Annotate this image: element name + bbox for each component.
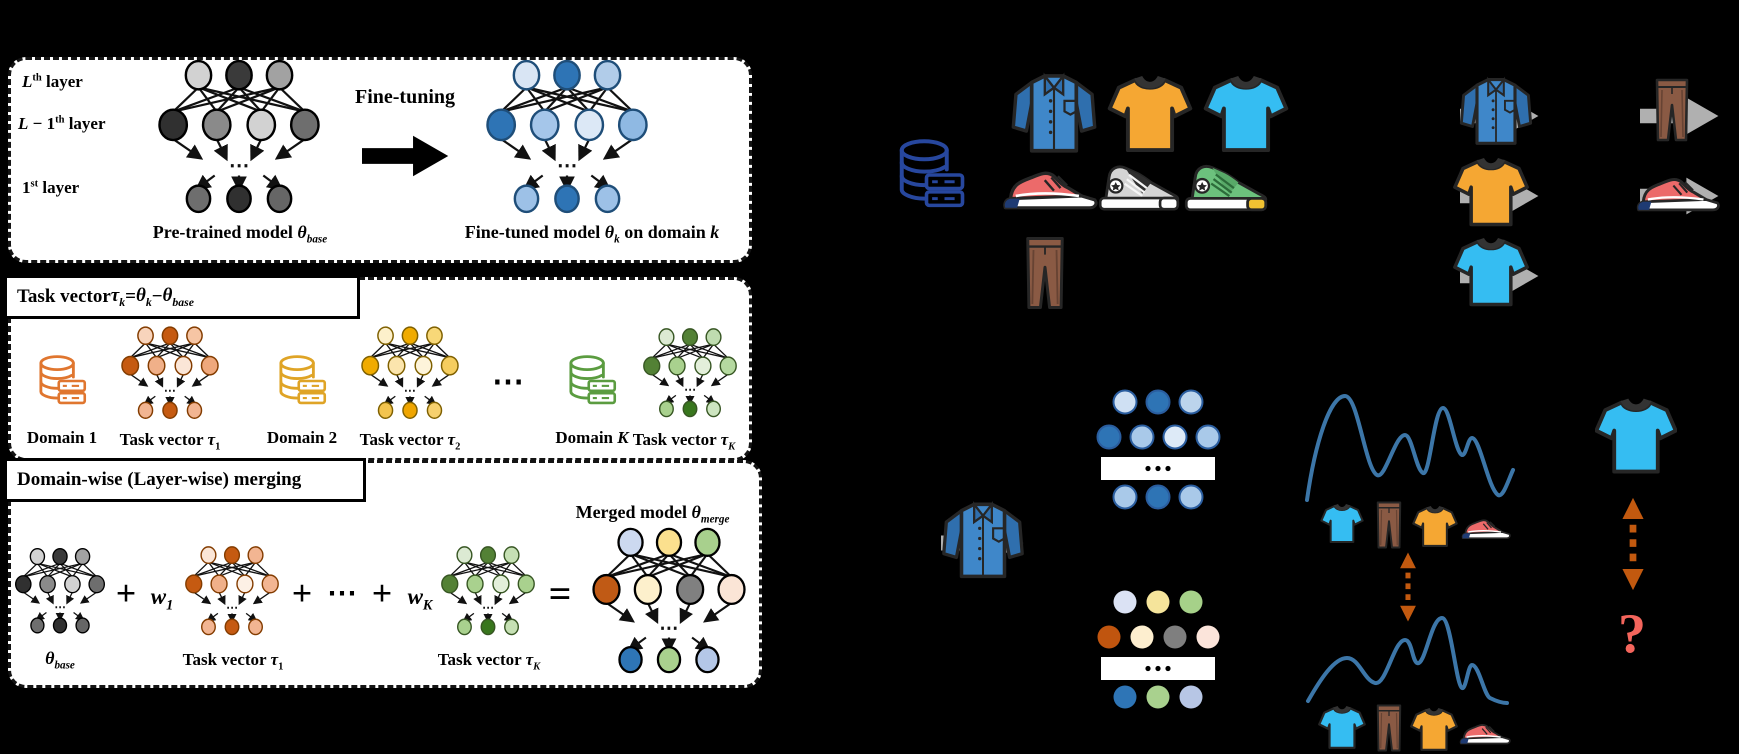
brown-pants-stream-icon xyxy=(1652,74,1692,146)
svg-text:⋯: ⋯ xyxy=(557,155,577,177)
svg-text:⋯: ⋯ xyxy=(482,602,494,615)
green-hitop-icon xyxy=(1184,154,1268,220)
plus-3: + xyxy=(371,573,393,613)
groundtruth-compare-arrow-icon xyxy=(1620,496,1646,592)
database-stream-icon xyxy=(895,133,967,217)
finetuned-caption: Fine-tuned model θk on domain k xyxy=(464,222,720,246)
svg-text:⋯: ⋯ xyxy=(164,383,176,397)
domainK-label: Domain K xyxy=(555,428,629,447)
orange-tshirt-stream-icon xyxy=(1452,158,1530,228)
pretrained-network: ⋯ xyxy=(158,59,320,214)
taskvector2-network: ⋯ xyxy=(361,326,459,420)
weight-K: wK xyxy=(407,584,433,614)
database-domain2-icon xyxy=(276,350,328,412)
red-sneaker-icon xyxy=(1000,163,1100,221)
taskvector-title: Task vector τk = θk − θbase xyxy=(4,275,360,319)
orange-tshirt-axis-icon xyxy=(1410,708,1458,752)
finetuning-arrow-icon xyxy=(362,128,450,184)
cyan-tshirt-axis-icon xyxy=(1318,706,1366,750)
prediction-curve-bottom xyxy=(1306,615,1509,705)
domain1-label: Domain 1 xyxy=(26,428,98,447)
merge-taskvectorK-network: ⋯ xyxy=(441,546,535,636)
mergedmodel-network xyxy=(1097,590,1220,709)
merge-taskvectorK-label: Task vector τK xyxy=(437,650,541,673)
merging-title: Domain-wise (Layer-wise) merging xyxy=(4,458,366,502)
cyan-tshirt-icon xyxy=(1202,76,1290,154)
black-hitop-icon xyxy=(1098,154,1180,220)
taskvector-ellipsis: ⋯ xyxy=(492,363,524,399)
cyan-tshirt-axis-icon xyxy=(1320,504,1364,544)
svg-text:⋯: ⋯ xyxy=(229,155,249,177)
taskvectorK-network: ⋯ xyxy=(643,328,737,418)
layer-label-top: Lth layer xyxy=(22,72,83,91)
merge-taskvector1-network: ⋯ xyxy=(185,546,279,636)
red-sneaker-axis-icon xyxy=(1458,718,1512,752)
brown-pants-axis-icon xyxy=(1374,500,1404,550)
base-network: ⋯ xyxy=(14,547,106,634)
taskvectorK-label: Task vector τK xyxy=(632,430,736,453)
taskvector1-network: ⋯ xyxy=(121,326,219,420)
question-mark: ? xyxy=(1618,603,1646,665)
denim-shirt-stream-icon xyxy=(1458,76,1534,148)
prediction-curve-top xyxy=(1305,393,1515,502)
database-domainK-icon xyxy=(566,350,618,412)
cyan-tshirt-stream-icon xyxy=(1452,238,1530,308)
cyan-tshirt-groundtruth-icon xyxy=(1595,398,1677,476)
brown-pants-axis-icon xyxy=(1374,702,1404,754)
finetuning-label: Fine-tuning xyxy=(354,86,456,108)
orange-tshirt-icon xyxy=(1106,76,1194,154)
red-sneaker-stream-icon xyxy=(1634,170,1722,222)
singlemodel-network xyxy=(1096,389,1221,510)
merge-taskvector1-label: Task vector τ1 xyxy=(182,650,284,673)
merged-network: ⋯ xyxy=(592,527,746,674)
svg-text:⋯: ⋯ xyxy=(54,602,65,614)
database-domain1-icon xyxy=(36,350,88,412)
svg-text:⋯: ⋯ xyxy=(404,383,416,397)
merge-ellipsis: ⋯ xyxy=(327,577,357,610)
red-sneaker-axis-icon xyxy=(1460,514,1512,546)
svg-text:⋯: ⋯ xyxy=(659,619,678,640)
domain2-label: Domain 2 xyxy=(266,428,338,447)
orange-tshirt-axis-icon xyxy=(1412,506,1458,548)
theta-base-label: θbase xyxy=(45,648,75,672)
pretrained-caption: Pre-trained model θbase xyxy=(152,222,328,246)
merged-model-label: Merged model θmerge xyxy=(575,502,730,526)
weight-1: w1 xyxy=(150,584,174,614)
brown-pants-icon xyxy=(1022,235,1068,311)
svg-text:⋯: ⋯ xyxy=(226,602,238,615)
plus-1: + xyxy=(115,573,137,613)
plus-2: + xyxy=(291,573,313,613)
finetuned-network: ⋯ xyxy=(486,59,648,214)
taskvector1-label: Task vector τ1 xyxy=(119,430,221,453)
svg-text:⋯: ⋯ xyxy=(684,384,696,397)
denim-shirt-icon xyxy=(1008,72,1100,156)
taskvector2-label: Task vector τ2 xyxy=(359,430,461,453)
layer-label-bottom: 1st layer xyxy=(22,178,80,197)
denim-shirt-input-icon xyxy=(940,500,1026,582)
layer-label-mid: L − 1th layer xyxy=(18,114,106,133)
equals-sign: = xyxy=(548,571,572,616)
